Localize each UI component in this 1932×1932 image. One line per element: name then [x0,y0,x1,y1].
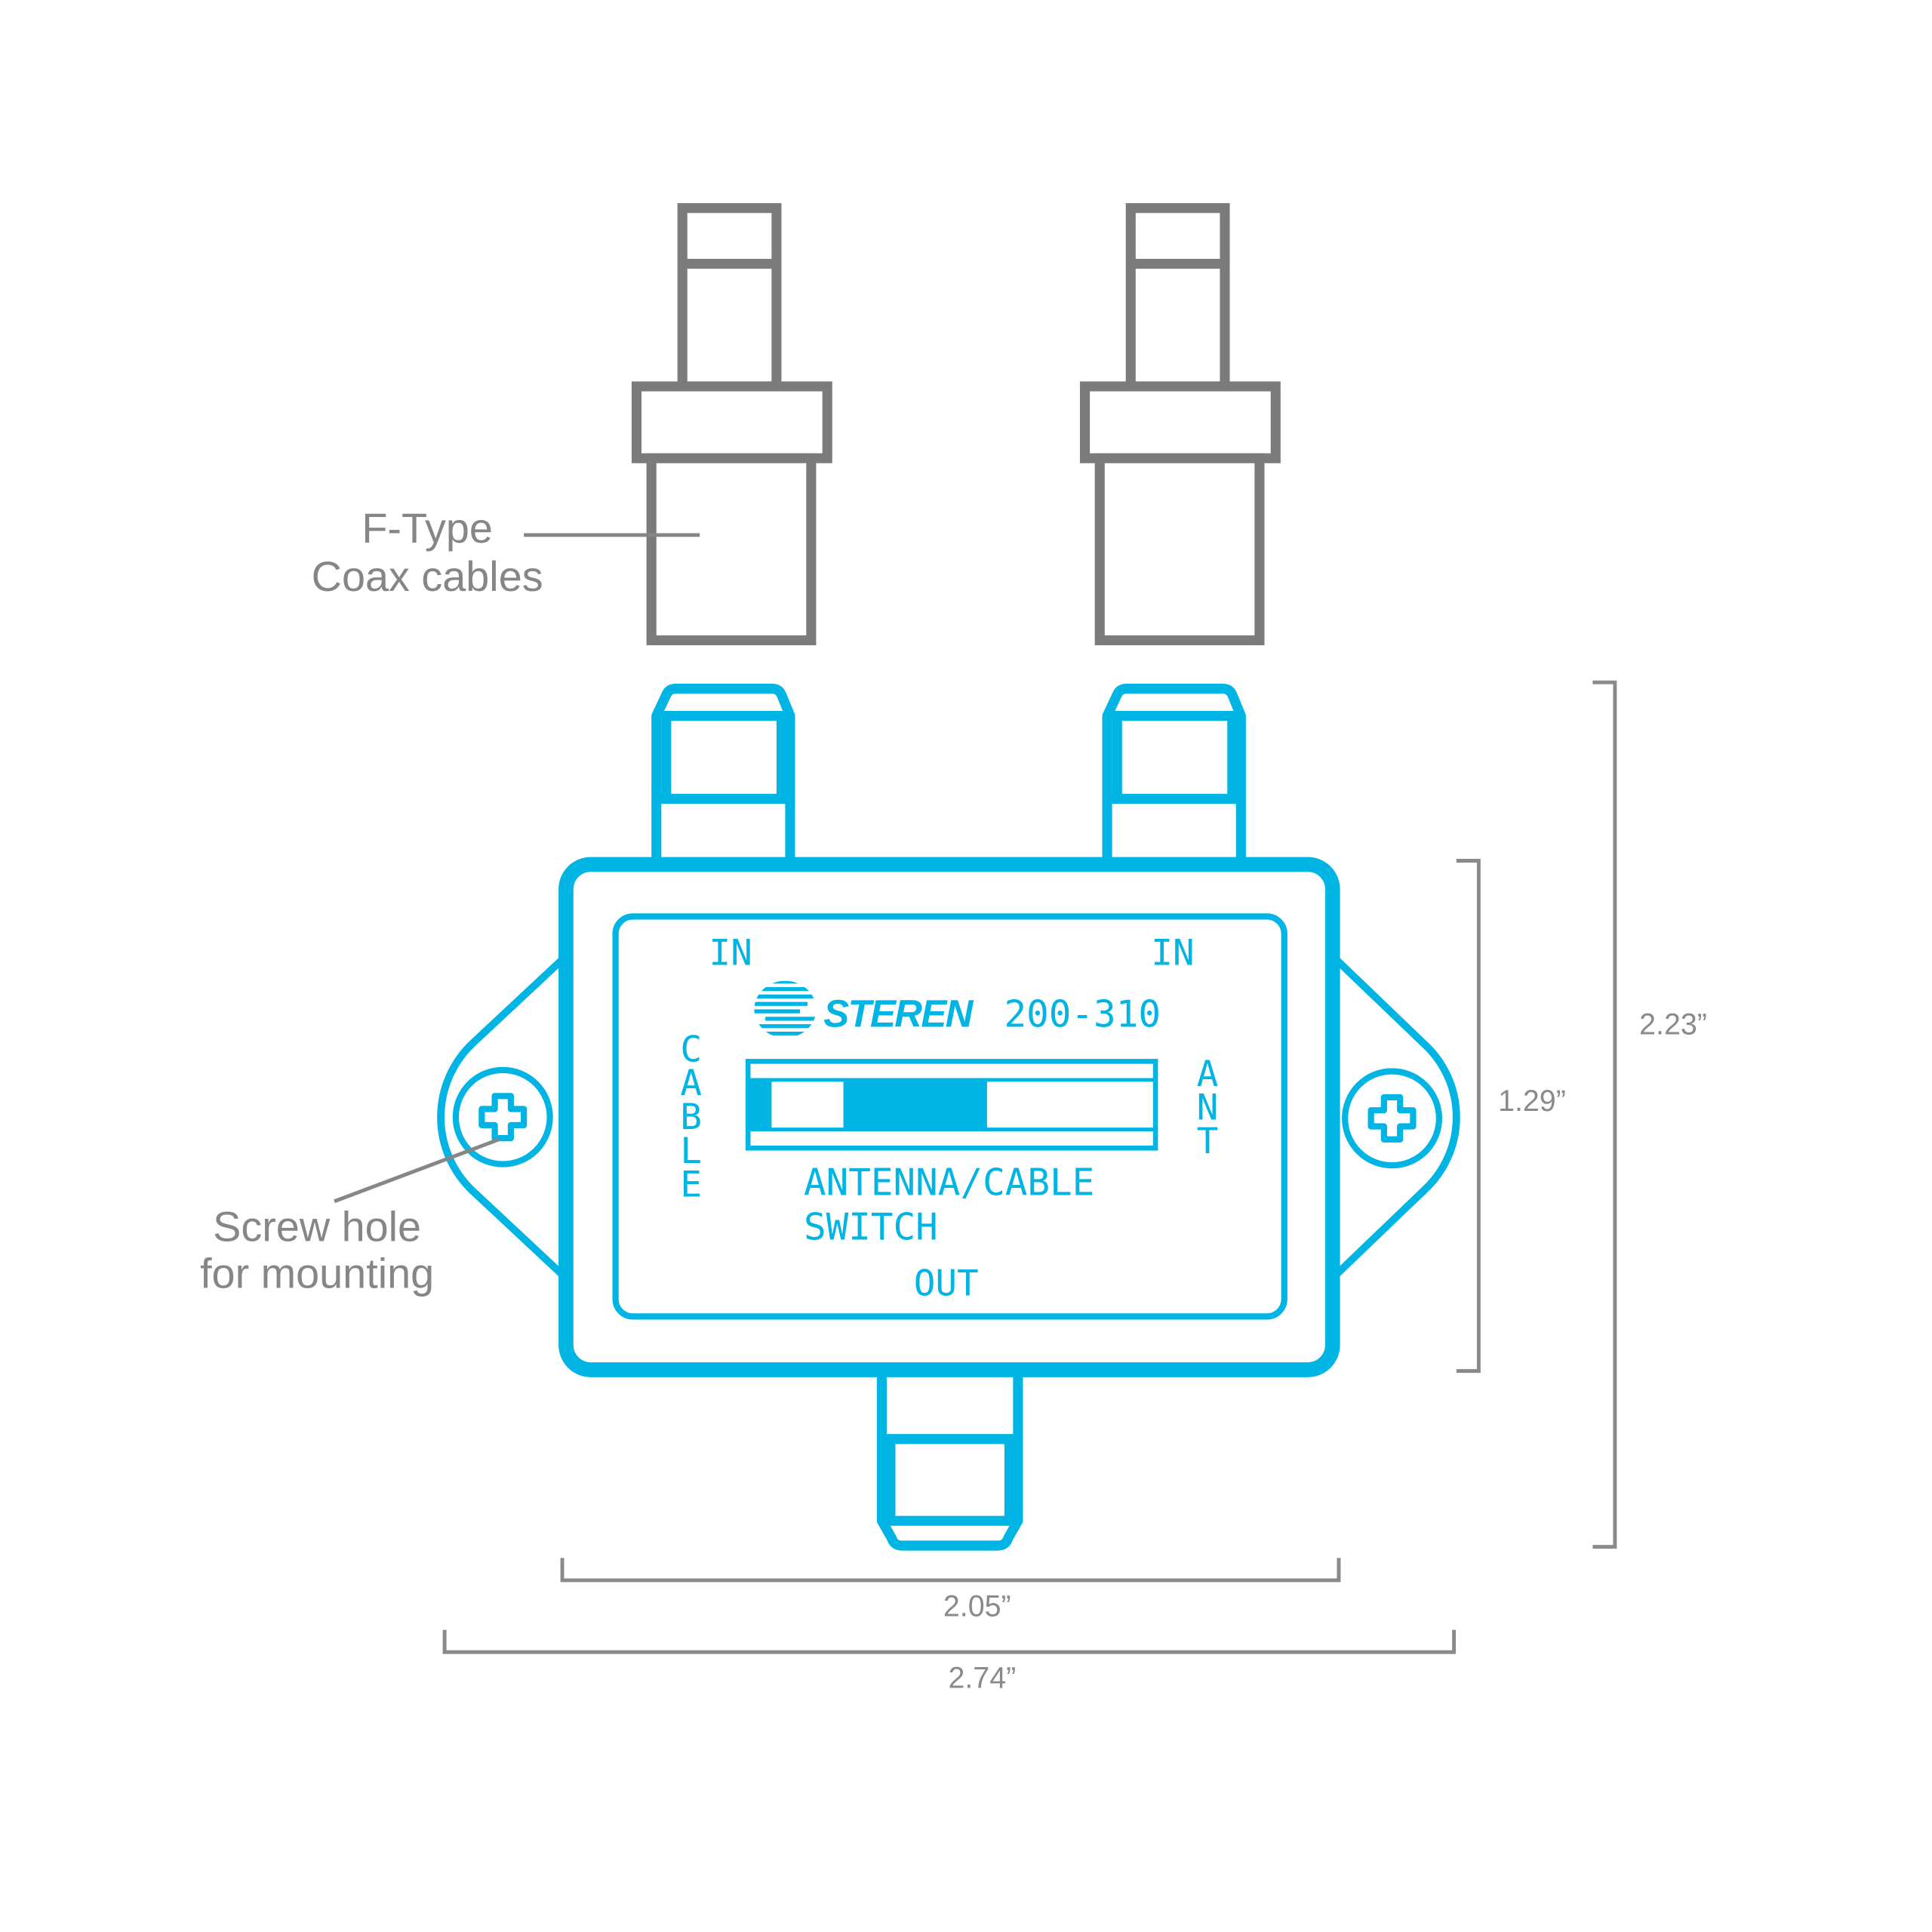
dimension-total-height: 2.23” [1592,680,1707,1549]
plus-screw-icon [1367,1094,1417,1143]
coax-cable-right [1079,203,1281,645]
screw-hole-right-ring [1342,1068,1442,1169]
body-width-value: 2.05” [943,1590,1011,1623]
slide-switch-end-stop [748,1079,772,1130]
screw-hole-leader-line [334,1137,500,1204]
coax-right-body [1094,453,1265,645]
total-width-value: 2.74” [948,1662,1016,1695]
slide-switch [745,1059,1158,1151]
f-type-label-line2: Coax cables [312,552,543,600]
screw-hole-left-ring [452,1066,553,1168]
coax-right-nut [1079,381,1281,463]
plus-screw-icon [478,1093,528,1142]
device-connector-out [876,1362,1023,1551]
total-height-value: 2.23” [1639,1008,1707,1041]
screw-hole-label-line2: for mounting [200,1250,434,1297]
dimension-body-width: 2.05” [560,1558,1341,1623]
body-height-bracket [1456,859,1481,1374]
model-number: 200-310 [1004,992,1161,1035]
switch-label-panel [612,913,1287,1320]
brand-name: STEREN [823,992,974,1035]
body-width-bracket [560,1558,1341,1583]
device-connector-ant-in [1102,683,1246,863]
coax-left-nut [631,381,832,463]
out-connector-inner [885,1434,1014,1526]
slide-switch-knob [843,1079,987,1130]
mounting-tab-left [437,953,569,1281]
mounting-tab-right [1330,953,1460,1281]
out-connector-outline [876,1362,1023,1551]
out-label: OUT [914,1263,979,1305]
coax-left-body [646,453,817,645]
cable-in-connector-outline [651,683,795,863]
switch-title-line1: ANTENNA/CABLE [804,1161,1094,1204]
total-height-bracket [1592,680,1617,1549]
coax-cable-left [631,203,832,645]
dimension-total-width: 2.74” [442,1629,1457,1695]
screw-hole-right [1342,1068,1442,1169]
device-connector-cable-in [651,683,795,863]
in-label-left: IN [709,932,752,974]
coax-right-pin [1125,203,1230,392]
ant-in-connector-outline [1102,683,1246,863]
coax-left-pin [677,203,782,392]
steren-logo: STEREN [754,980,975,1036]
steren-logo-icon [754,980,817,1036]
screw-hole-left [452,1066,553,1168]
in-label-right: IN [1151,932,1194,974]
dimension-body-height: 1.29” [1456,859,1566,1374]
f-type-label-line1: F-Type [361,504,493,552]
screw-hole-label-line1: Screw hole [213,1202,421,1250]
total-width-bracket [442,1629,1457,1654]
body-height-value: 1.29” [1498,1084,1566,1118]
switch-title-line2: SWITCH [804,1205,938,1249]
